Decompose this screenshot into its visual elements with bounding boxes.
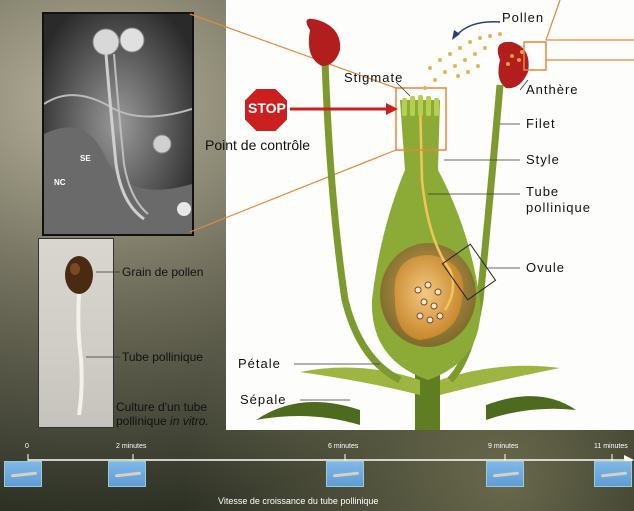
label-stigmate: Stigmate xyxy=(344,70,403,85)
label-tube-line2: pollinique xyxy=(526,200,591,215)
label-culture-line2: pollinique in vitro. xyxy=(116,414,209,428)
label-sepale: Sépale xyxy=(240,392,286,407)
timeline-thumb-3 xyxy=(486,461,524,487)
culture-text-a: pollinique xyxy=(116,414,170,428)
timeline-mark-1: 2 minutes xyxy=(116,443,146,450)
timeline-caption: Vitesse de croissance du tube pollinique xyxy=(218,496,378,506)
label-grain-pollen: Grain de pollen xyxy=(122,265,203,279)
label-tube-pollinique-photo: Tube pollinique xyxy=(122,350,203,364)
timeline-thumb-2 xyxy=(326,461,364,487)
timeline-mark-3: 9 minutes xyxy=(488,443,518,450)
timeline-mark-4: 11 minutes xyxy=(594,443,628,450)
label-filet: Filet xyxy=(526,116,556,131)
label-style: Style xyxy=(526,152,560,167)
label-pollen: Pollen xyxy=(502,10,544,25)
timeline-mark-2: 6 minutes xyxy=(328,443,358,450)
label-anthere: Anthère xyxy=(526,82,579,97)
label-culture-line1: Culture d'un tube xyxy=(116,400,207,414)
timeline-thumb-1 xyxy=(108,461,146,487)
petal-shape xyxy=(300,368,420,396)
timeline-thumb-4 xyxy=(594,461,632,487)
label-petale: Pétale xyxy=(238,356,281,371)
stop-sign-label: STOP xyxy=(248,100,286,116)
label-point-controle: Point de contrôle xyxy=(205,137,310,153)
anther-left xyxy=(306,19,340,66)
label-ovule: Ovule xyxy=(526,260,565,275)
timeline-thumb-0 xyxy=(4,461,42,487)
label-tube-line1: Tube xyxy=(526,184,559,199)
timeline-mark-0: 0 xyxy=(25,443,29,450)
culture-text-b: in vitro. xyxy=(170,414,209,428)
pollen-grains xyxy=(423,32,502,90)
